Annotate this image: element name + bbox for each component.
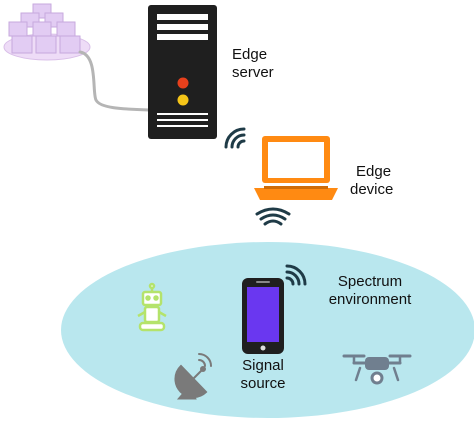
edge-server-label: Edge server bbox=[232, 46, 274, 82]
spectrum-environment-label-line-1: Spectrum bbox=[337, 273, 403, 290]
spectrum-environment-label: Spectrum environment bbox=[318, 273, 422, 309]
edge-device-label: Edge device bbox=[350, 163, 393, 199]
spectrum-environment-label-line-2: environment bbox=[328, 291, 412, 308]
signal-source-label: Signal source bbox=[230, 357, 296, 393]
wifi-icon bbox=[285, 264, 307, 286]
satellite-dish-icon bbox=[174, 353, 212, 400]
drone-icon bbox=[342, 354, 412, 385]
smartphone-icon bbox=[242, 278, 284, 354]
edge-server-label-line-2: server bbox=[232, 64, 274, 81]
server-tower-icon bbox=[148, 5, 217, 139]
wifi-icon bbox=[224, 127, 246, 149]
edge-device-label-line-2: device bbox=[350, 181, 394, 198]
signal-source-label-line-1: Signal bbox=[242, 357, 284, 374]
laptop-icon bbox=[254, 136, 338, 200]
signal-source-label-line-2: source bbox=[240, 375, 286, 392]
data-center-icon bbox=[3, 3, 91, 61]
robot-icon bbox=[137, 282, 167, 332]
wifi-icon bbox=[255, 207, 291, 226]
edge-device-label-line-1: Edge bbox=[356, 163, 392, 180]
edge-server-label-line-1: Edge bbox=[232, 46, 268, 63]
network-cable bbox=[78, 50, 151, 112]
